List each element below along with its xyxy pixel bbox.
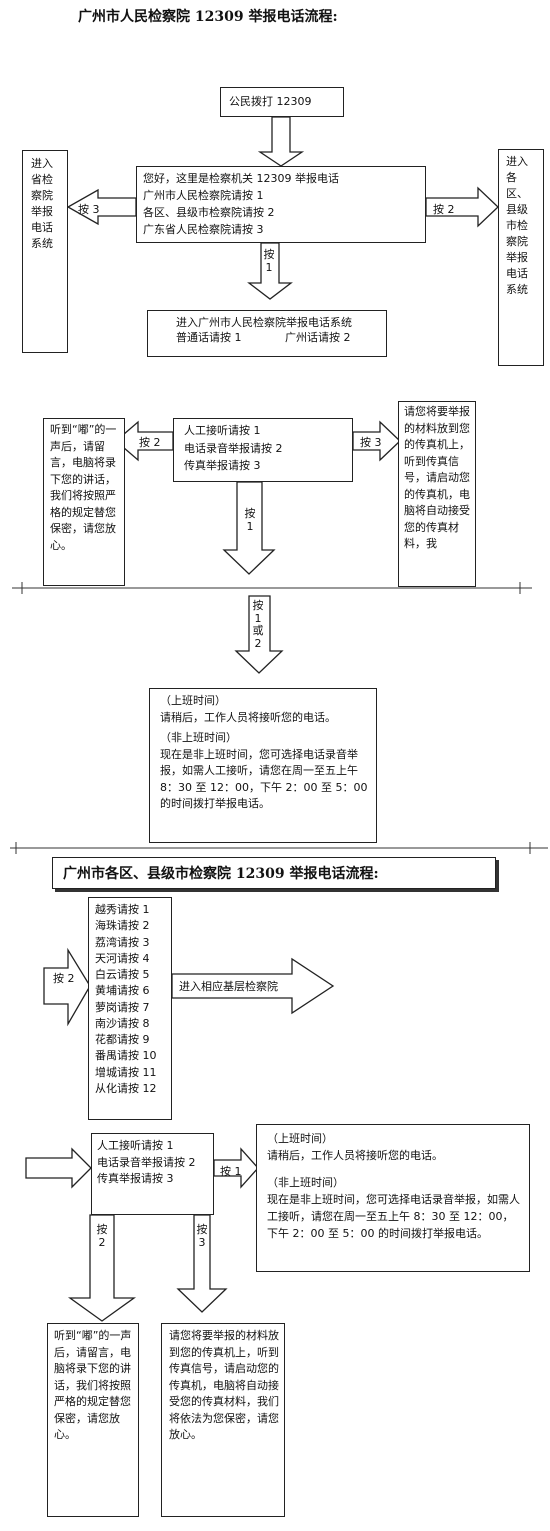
arrow-press1-down <box>247 242 293 300</box>
s2-recording-option: 电话录音举报请按 2 <box>97 1155 196 1169</box>
recording-option: 电话录音举报请按 2 <box>184 441 283 455</box>
menu1-line: 您好，这里是检察机关 12309 举报电话 <box>143 172 339 185</box>
district-item: 黄埔请按 6 <box>95 984 150 998</box>
arrow-press3-left <box>66 188 137 226</box>
menu1-line: 广东省人民检察院请按 3 <box>143 223 264 237</box>
press2-label: 按 2 <box>433 203 455 216</box>
s2-voicemail-box: 听到“嘟”的一声后，请留言，电脑将录下您的讲话，我们将按照严格的规定替您保密，请… <box>47 1323 139 1517</box>
section1-title: 广州市人民检察院 12309 举报电话流程: <box>78 9 338 25</box>
work-hours-text: 请稍后，工作人员将接听您的电话。 <box>160 710 336 724</box>
fax-option: 传真举报请按 3 <box>184 459 261 473</box>
menu1-line: 各区、县级市检察院请按 2 <box>143 206 275 220</box>
arrow-press1or2-down <box>234 595 284 674</box>
arrow-press2-left <box>115 420 174 462</box>
hours-box: （上班时间） 请稍后，工作人员将接听您的电话。 （非上班时间） 现在是非上班时间… <box>149 688 377 843</box>
s2-voicemail-text: 听到“嘟”的一声后，请留言，电脑将录下您的讲话，我们将按照严格的规定替您保密，请… <box>54 1329 132 1441</box>
voicemail-box: 听到“嘟”的一声后，请留言，电脑将录下您的讲话，我们将按照严格的规定替您保密，请… <box>43 418 125 586</box>
section2-title: 广州市各区、县级市检察院 12309 举报电话流程: <box>52 857 496 889</box>
s2-fax-text: 请您将要举报的材料放到您的传真机上，听到传真信号，请启动您的传真机，电脑将自动接… <box>169 1329 279 1441</box>
s2-hours-box: （上班时间） 请稍后，工作人员将接听您的电话。 （非上班时间） 现在是非上班时间… <box>256 1124 530 1272</box>
fax-text: 请您将要举报的材料放到您的传真机上，听到传真信号，请启动您的传真机，电脑将自动接… <box>404 405 470 550</box>
district-item: 海珠请按 2 <box>95 919 150 933</box>
district-box-text: 进入各区、县级市检察院举报电话系统 <box>506 155 528 296</box>
arrow-enter-grassroots <box>171 957 335 1015</box>
district-item: 花都请按 9 <box>95 1033 150 1047</box>
gz-system-title: 进入广州市人民检察院举报电话系统 <box>176 316 352 329</box>
press3-label: 按 3 <box>78 203 100 216</box>
press3-right-label: 按 3 <box>360 436 382 449</box>
manual-option: 人工接听请按 1 <box>184 424 261 437</box>
province-box <box>22 150 68 353</box>
s2-off-hours-title: （非上班时间） <box>267 1176 344 1190</box>
arrow-s2-menu-in <box>25 1147 92 1189</box>
arrow-menu3-down <box>222 481 276 575</box>
fax-box: 请您将要举报的材料放到您的传真机上，听到传真信号，请启动您的传真机，电脑将自动接… <box>398 401 476 587</box>
district-box <box>498 149 544 366</box>
district-item: 白云请按 5 <box>95 968 150 982</box>
main-menu-box: 您好，这里是检察机关 12309 举报电话 广州市人民检察院请按 1 各区、县级… <box>136 166 426 243</box>
menu1-line: 广州市人民检察院请按 1 <box>143 189 264 203</box>
districts-box: 越秀请按 1 海珠请按 2 荔湾请按 3 天河请按 4 白云请按 5 黄埔请按 … <box>88 897 172 1120</box>
enter-grassroots-label: 进入相应基层检察院 <box>179 980 278 993</box>
province-box-text: 进入省检察院举报电话系统 <box>31 157 53 250</box>
s2-menu-box: 人工接听请按 1 电话录音举报请按 2 传真举报请按 3 <box>91 1133 214 1215</box>
s2-press1-label: 按 1 <box>220 1165 242 1178</box>
gz-system-box: 进入广州市人民检察院举报电话系统 普通话请按 1 广州话请按 2 <box>147 310 387 357</box>
off-hours-title: （非上班时间） <box>160 731 237 744</box>
menu3-box: 人工接听请按 1 电话录音举报请按 2 传真举报请按 3 <box>173 418 353 482</box>
press1or2-label: 按 1或 2 <box>252 599 264 650</box>
start-text: 公民拨打 12309 <box>229 95 312 108</box>
arrow-s2-press2-right <box>43 947 91 1027</box>
district-item: 天河请按 4 <box>95 951 150 965</box>
district-item: 番禺请按 10 <box>95 1049 157 1063</box>
arrow-s2-press2-down <box>67 1214 137 1322</box>
district-item: 萝岗请按 7 <box>95 1000 150 1014</box>
s2-manual-option: 人工接听请按 1 <box>97 1139 174 1152</box>
off-hours-text: 现在是非上班时间，您可选择电话录音举报，如需人工接听，请您在周一至五上午 8：3… <box>160 747 368 811</box>
work-hours-title: （上班时间） <box>160 694 226 707</box>
district-item: 南沙请按 8 <box>95 1016 150 1030</box>
s2-press2-label: 按 2 <box>53 972 75 985</box>
s2-press2v-label: 按 2 <box>96 1223 108 1249</box>
start-box: 公民拨打 12309 <box>220 87 344 117</box>
district-item: 增城请按 11 <box>95 1065 157 1079</box>
press1-down-label: 按 1 <box>244 507 256 533</box>
s2-work-hours-text: 请稍后，工作人员将接听您的电话。 <box>267 1149 443 1163</box>
district-item: 越秀请按 1 <box>95 903 150 916</box>
arrow-start-down <box>257 116 305 167</box>
arrow-press2-right <box>425 186 499 228</box>
press2-left-label: 按 2 <box>139 436 161 449</box>
arrow-s2-press1-right <box>213 1147 259 1189</box>
arrow-press3-right2 <box>352 420 401 462</box>
press1-label: 按 1 <box>263 248 275 274</box>
district-item: 荔湾请按 3 <box>95 935 150 949</box>
s2-fax-option: 传真举报请按 3 <box>97 1172 174 1185</box>
arrow-s2-press3-down <box>176 1214 228 1313</box>
s2-fax-box: 请您将要举报的材料放到您的传真机上，听到传真信号，请启动您的传真机，电脑将自动接… <box>161 1323 285 1517</box>
s2-off-hours-text: 现在是非上班时间，您可选择电话录音举报，如需人工接听，请您在周一至五上午 8：3… <box>267 1193 520 1241</box>
voicemail-text: 听到“嘟”的一声后，请留言，电脑将录下您的讲话，我们将按照严格的规定替您保密，请… <box>50 423 117 552</box>
mandarin-option: 普通话请按 1 <box>176 331 242 345</box>
cantonese-option: 广州话请按 2 <box>285 331 351 345</box>
s2-press3v-label: 按 3 <box>196 1223 208 1249</box>
s2-work-hours-title: （上班时间） <box>267 1132 333 1145</box>
district-item: 从化请按 12 <box>95 1081 157 1095</box>
